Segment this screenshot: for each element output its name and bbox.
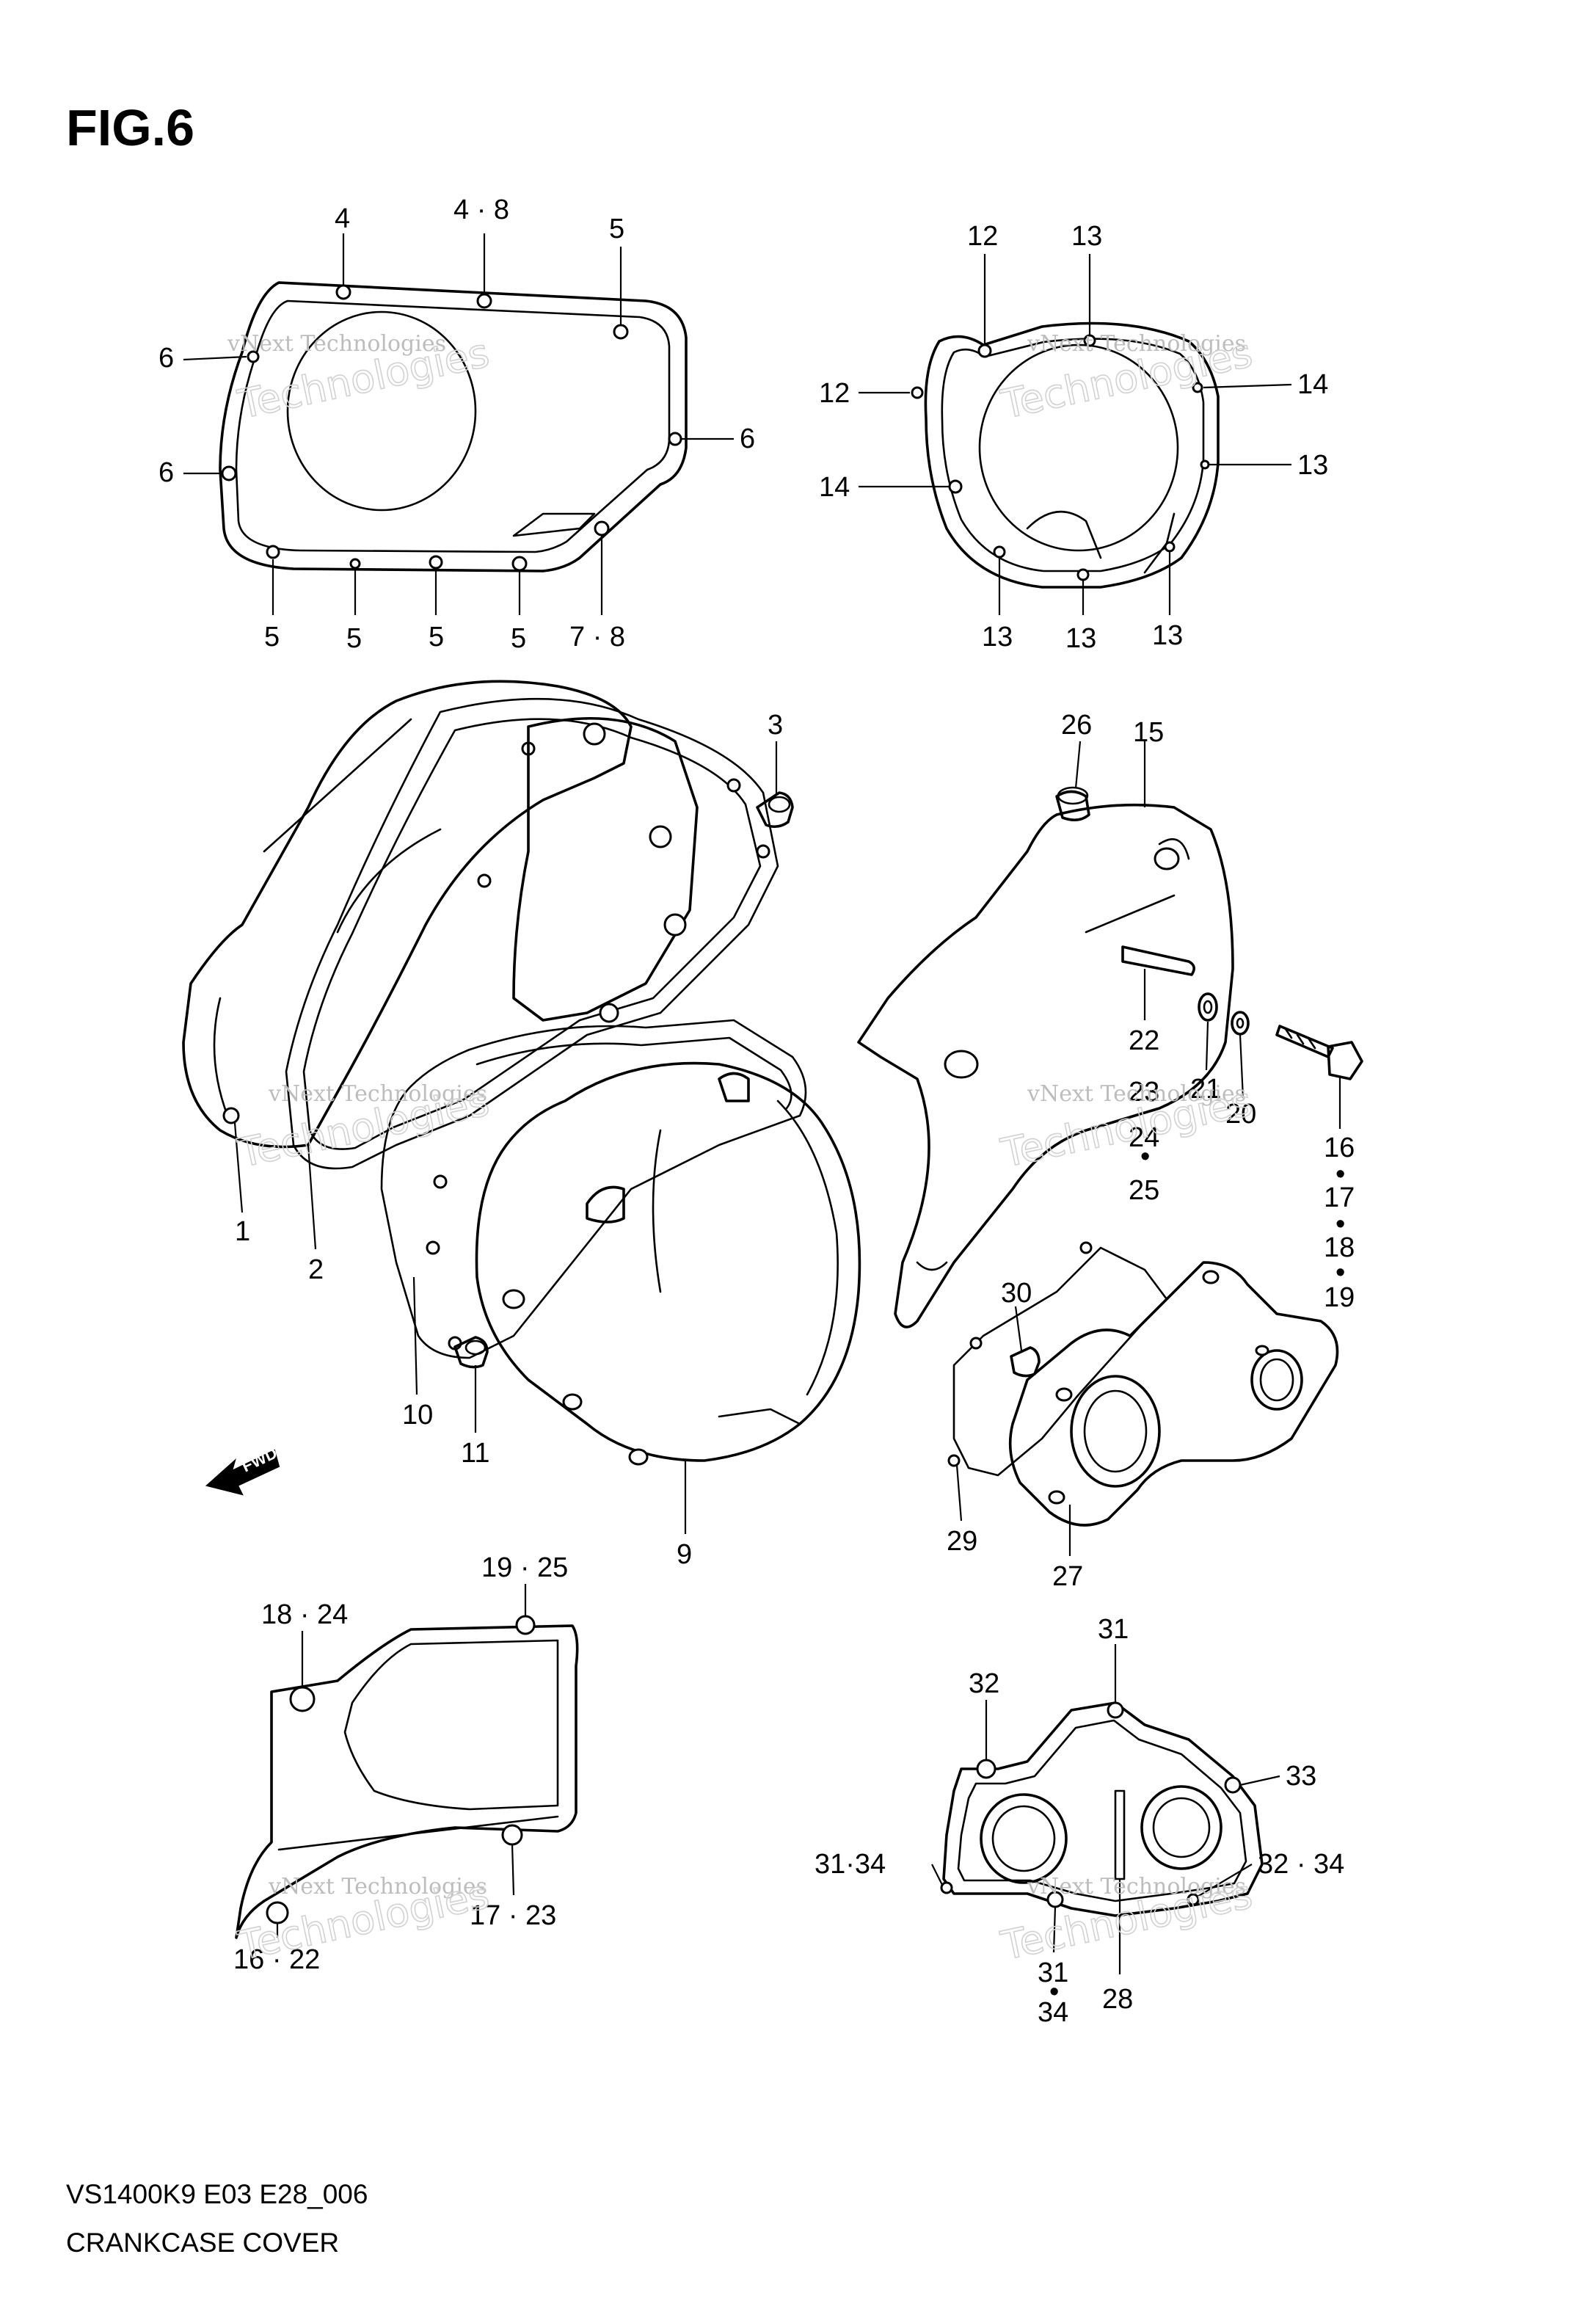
callout-30: 30 xyxy=(1001,1278,1032,1309)
part-dowel-3 xyxy=(756,791,794,829)
part-inner-cover xyxy=(512,717,699,1023)
callout-13: 13 xyxy=(1152,620,1183,651)
callout-32: 32 xyxy=(969,1668,999,1699)
part-gasket-plate xyxy=(940,1701,1264,1917)
callout-17-23: 17 · 23 xyxy=(470,1900,556,1931)
part-gasket-2 xyxy=(285,697,779,1170)
watermark-text: vNext Technologies xyxy=(1027,1874,1246,1900)
callout-22: 22 xyxy=(1129,1025,1159,1056)
callout-19-25: 19 · 25 xyxy=(481,1552,568,1583)
callout-27: 27 xyxy=(1052,1561,1083,1592)
figure-name: CRANKCASE COVER xyxy=(66,2228,339,2258)
part-washer-20 xyxy=(1231,1011,1250,1036)
callout-19: 19 xyxy=(1324,1282,1355,1313)
callout-15: 15 xyxy=(1133,717,1164,748)
model-code: VS1400K9 E03 E28_006 xyxy=(66,2179,368,2209)
part-bolt-16 xyxy=(1275,1025,1363,1080)
watermark-text: vNext Technologies xyxy=(1027,331,1246,357)
watermark-text: vNext Technologies xyxy=(268,1874,487,1900)
part-washer-21 xyxy=(1198,992,1218,1022)
part-dowel-30 xyxy=(1010,1346,1041,1378)
callout-5: 5 xyxy=(511,623,526,654)
callout-11: 11 xyxy=(461,1438,489,1469)
part-water-pump-27 xyxy=(1008,1261,1339,1527)
callout-20: 20 xyxy=(1225,1099,1256,1130)
leader-lines xyxy=(183,233,1341,1974)
callout-31: 31 xyxy=(1038,1957,1068,1988)
svg-text:•: • xyxy=(1336,1209,1345,1240)
callout-14: 14 xyxy=(819,472,850,503)
part-dowel-11 xyxy=(453,1336,489,1369)
part-generator-cover-outline xyxy=(911,321,1220,589)
callout-13: 13 xyxy=(982,622,1013,652)
callout-14: 14 xyxy=(1297,369,1328,400)
callout-1: 1 xyxy=(235,1216,250,1247)
watermark-text: vNext Technologies xyxy=(268,1081,487,1107)
part-pin-22 xyxy=(1121,945,1195,976)
callout-28: 28 xyxy=(1102,1984,1133,2015)
part-clutch-cover-outline xyxy=(219,281,688,572)
callout-3: 3 xyxy=(768,710,783,741)
svg-text:•: • xyxy=(1336,1257,1345,1288)
part-cover-plate xyxy=(235,1615,579,1939)
svg-text:•: • xyxy=(1140,1141,1150,1172)
callout-16: 16 xyxy=(1324,1133,1355,1163)
callout-26: 26 xyxy=(1061,710,1092,741)
part-gasket-29 xyxy=(947,1241,1168,1477)
callout-31: 31 xyxy=(1098,1614,1129,1645)
watermark-text: vNext Technologies xyxy=(227,331,446,357)
callout-16-22: 16 · 22 xyxy=(233,1944,320,1975)
callout-34: 34 xyxy=(1038,1997,1068,2028)
callout-12: 12 xyxy=(819,378,850,409)
callout-33: 33 xyxy=(1286,1761,1316,1792)
svg-text:•: • xyxy=(1336,1159,1345,1190)
figure-title: FIG.6 xyxy=(66,99,194,156)
callout-6: 6 xyxy=(740,423,755,454)
callout-6: 6 xyxy=(158,343,174,374)
callout-32-34: 32 · 34 xyxy=(1258,1849,1344,1880)
watermark-text: vNext Technologies xyxy=(1027,1081,1246,1107)
part-sprocket-cover-15 xyxy=(857,803,1234,1328)
callout-labels: 4 4 · 8 5 6 6 6 5 5 5 5 7 · 8 12 13 12 1… xyxy=(158,195,1355,2028)
callout-2: 2 xyxy=(308,1254,324,1285)
callout-29: 29 xyxy=(947,1526,977,1557)
callout-18-24: 18 · 24 xyxy=(261,1599,348,1630)
callout-31-34: 31·34 xyxy=(815,1849,886,1880)
callout-7-8: 7 · 8 xyxy=(569,622,625,652)
fwd-arrow-icon: FWD xyxy=(205,1444,280,1496)
callout-23: 23 xyxy=(1129,1077,1159,1108)
callout-5: 5 xyxy=(609,214,624,244)
callout-18: 18 xyxy=(1324,1232,1355,1263)
callout-6: 6 xyxy=(158,457,174,488)
callout-5: 5 xyxy=(346,623,362,654)
callout-10: 10 xyxy=(402,1400,433,1431)
callout-13: 13 xyxy=(1065,623,1096,654)
callout-13: 13 xyxy=(1297,450,1328,481)
callout-12: 12 xyxy=(967,221,998,252)
part-generator-cover-9 xyxy=(475,1061,861,1466)
callout-5: 5 xyxy=(264,622,280,652)
callout-5: 5 xyxy=(429,622,444,652)
part-cap-26 xyxy=(1055,786,1090,821)
callout-25: 25 xyxy=(1129,1175,1159,1206)
callout-9: 9 xyxy=(677,1539,692,1570)
callout-4-8: 4 · 8 xyxy=(453,195,509,225)
callout-17: 17 xyxy=(1324,1182,1355,1213)
callout-4: 4 xyxy=(335,203,350,234)
callout-21: 21 xyxy=(1190,1074,1221,1105)
part-clutch-cover-1 xyxy=(182,680,633,1149)
callout-24: 24 xyxy=(1129,1122,1159,1153)
callout-13: 13 xyxy=(1071,221,1102,252)
svg-text:•: • xyxy=(1049,1977,1059,2007)
